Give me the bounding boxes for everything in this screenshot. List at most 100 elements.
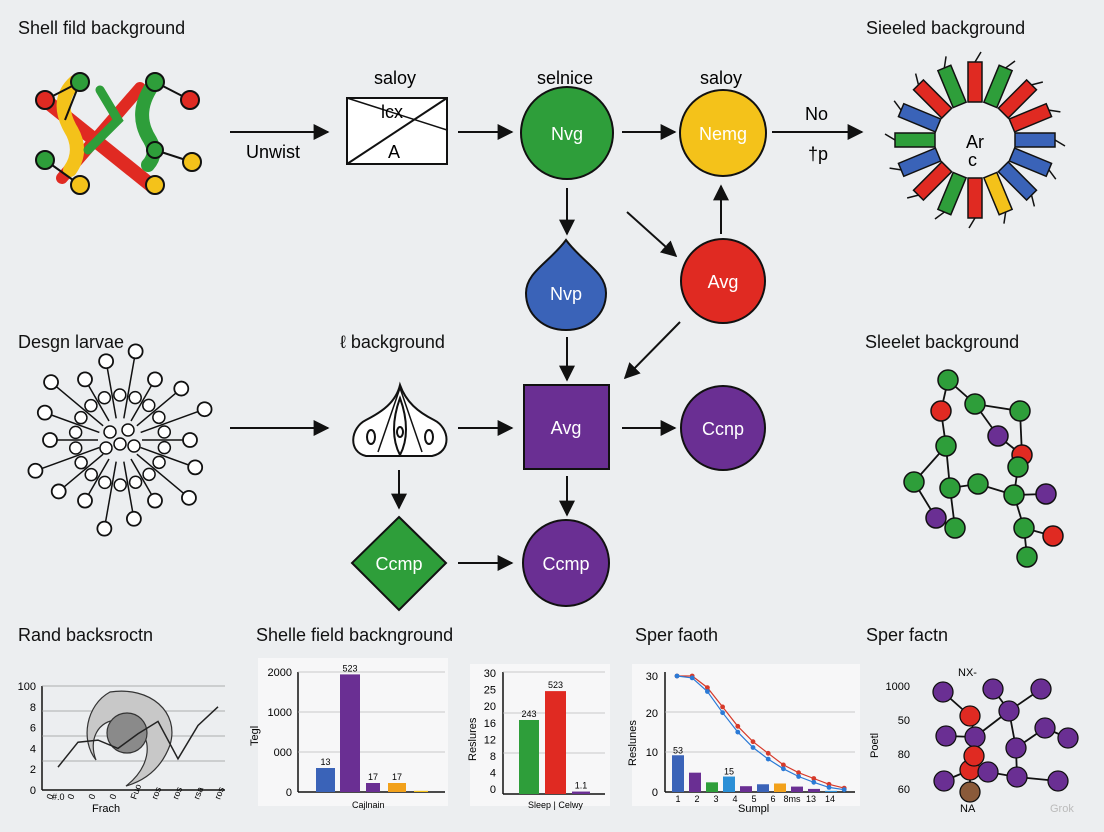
molecule-core-atom bbox=[121, 423, 135, 437]
chart1-x-tick: ros bbox=[149, 785, 163, 801]
chart5-atom bbox=[959, 705, 981, 727]
chart2-ylabel: Tegl bbox=[249, 726, 261, 746]
heading-mid-left: Desgn larvae bbox=[18, 332, 125, 352]
chart4-bar bbox=[757, 784, 769, 792]
chart3-xlabel: Sleep | Celwy bbox=[528, 800, 583, 810]
chart1-x-note: #.0 bbox=[52, 792, 65, 802]
chart5-atom bbox=[1006, 766, 1028, 788]
chart2-y-tick: 1000 bbox=[268, 707, 292, 719]
ring-rod bbox=[912, 73, 953, 120]
molecule-inner-atom bbox=[98, 475, 112, 490]
chart5-y-tick: 50 bbox=[898, 715, 910, 727]
heading-top-left: Shell fild background bbox=[18, 18, 186, 38]
chart4-point bbox=[796, 774, 801, 779]
chart4-point bbox=[750, 739, 756, 745]
chart4-bar bbox=[672, 755, 684, 792]
molecule-spoke bbox=[84, 379, 110, 422]
red-node-label: Avg bbox=[708, 272, 739, 292]
chart1-series-line bbox=[57, 706, 219, 768]
chart2-bar bbox=[316, 768, 335, 792]
yellow-node bbox=[679, 89, 767, 177]
molecule-atom bbox=[98, 353, 115, 370]
chart5-atom bbox=[1057, 727, 1079, 749]
ring-rod-body bbox=[967, 177, 983, 219]
purple-square-label: Avg bbox=[551, 418, 582, 438]
drop-node bbox=[524, 238, 608, 332]
molecule-inner-atom bbox=[152, 455, 166, 470]
ring-rod-tail bbox=[1048, 169, 1057, 180]
green-diamond-label: Ccmp bbox=[375, 554, 422, 574]
chart4-point bbox=[796, 770, 801, 776]
ring-rod-body bbox=[1008, 102, 1053, 133]
green-node bbox=[520, 86, 614, 180]
purple-circle-right-node bbox=[680, 385, 766, 471]
chart5-atom bbox=[1005, 737, 1027, 759]
chart3-y-tick: 30 bbox=[484, 668, 496, 680]
ring-rod bbox=[982, 171, 1014, 224]
molecule-atom bbox=[187, 459, 204, 476]
molecule-inner-atom bbox=[157, 440, 172, 455]
molecule-inner-atom bbox=[74, 455, 88, 470]
ring-rod-body bbox=[997, 160, 1038, 202]
molecule-atom bbox=[937, 369, 959, 391]
chart4-bar-label: 15 bbox=[724, 767, 734, 777]
green-diamond-node bbox=[350, 515, 448, 612]
chart3-y-tick: 12 bbox=[484, 734, 496, 746]
ring-rod-body bbox=[936, 64, 968, 109]
chart1-x-tick: rsa bbox=[191, 786, 205, 801]
chart5-y-tick: 60 bbox=[898, 784, 910, 796]
chart2-bar bbox=[388, 783, 406, 792]
molecule-inner-atom bbox=[113, 478, 127, 492]
molecule-spoke bbox=[103, 461, 117, 529]
purple-circle-bottom-label: Ccmp bbox=[542, 554, 589, 574]
chart1-x-tick: 0 bbox=[86, 793, 97, 801]
molecule-atom bbox=[964, 393, 986, 415]
chart5-atom bbox=[959, 781, 981, 803]
yellow-node-caption: saloy bbox=[700, 68, 742, 88]
ring-rod-body bbox=[982, 171, 1014, 216]
arrow-label-bottom: †p bbox=[808, 144, 828, 164]
molecule-inner-atom bbox=[152, 410, 166, 425]
purple-square-node bbox=[523, 384, 610, 470]
chart5-y-tick: 80 bbox=[898, 749, 910, 761]
ring-rod bbox=[1008, 147, 1057, 180]
top-left-molecule-illustration bbox=[35, 72, 202, 195]
chart4-bar bbox=[689, 772, 701, 792]
molecule-atom bbox=[1035, 483, 1057, 505]
chart5-atom bbox=[977, 761, 999, 783]
molecule-core-atom bbox=[127, 439, 141, 453]
chart4-point bbox=[720, 710, 725, 716]
molecule-atom bbox=[36, 404, 53, 421]
chart4-bar bbox=[706, 782, 718, 792]
red-node bbox=[680, 238, 766, 324]
ring-rod-tail bbox=[893, 100, 902, 111]
molecule-inner-atom bbox=[68, 441, 83, 455]
molecule-spoke bbox=[84, 458, 110, 501]
molecule-atom bbox=[944, 517, 966, 539]
chart1-x-tick: Fuo bbox=[128, 783, 143, 801]
chart4-point bbox=[674, 673, 680, 679]
molecule-inner-atom bbox=[113, 388, 127, 402]
chart1-y-tick: 0 bbox=[30, 785, 36, 797]
ring-rod-tail bbox=[968, 217, 976, 229]
chart3-bar-label: 243 bbox=[521, 709, 536, 719]
purple-circle-right-label: Ccnp bbox=[702, 419, 744, 439]
mid-right-molecule-illustration bbox=[903, 369, 1064, 568]
molecule-atom bbox=[903, 471, 925, 493]
molecule-atom bbox=[1013, 517, 1035, 539]
ring-rod bbox=[997, 160, 1038, 207]
box-caption: saloy bbox=[374, 68, 416, 88]
molecule-spoke bbox=[140, 408, 205, 434]
heading-bottom-3: Sper faoth bbox=[635, 625, 719, 645]
chart4-point bbox=[811, 779, 817, 785]
box-text-top: lcx bbox=[381, 102, 403, 122]
molecule-inner-atom bbox=[84, 467, 98, 482]
chart4-point bbox=[765, 756, 771, 762]
chart4-x-tick: 4 bbox=[732, 794, 737, 804]
chart2-bar-label: 17 bbox=[368, 772, 378, 782]
